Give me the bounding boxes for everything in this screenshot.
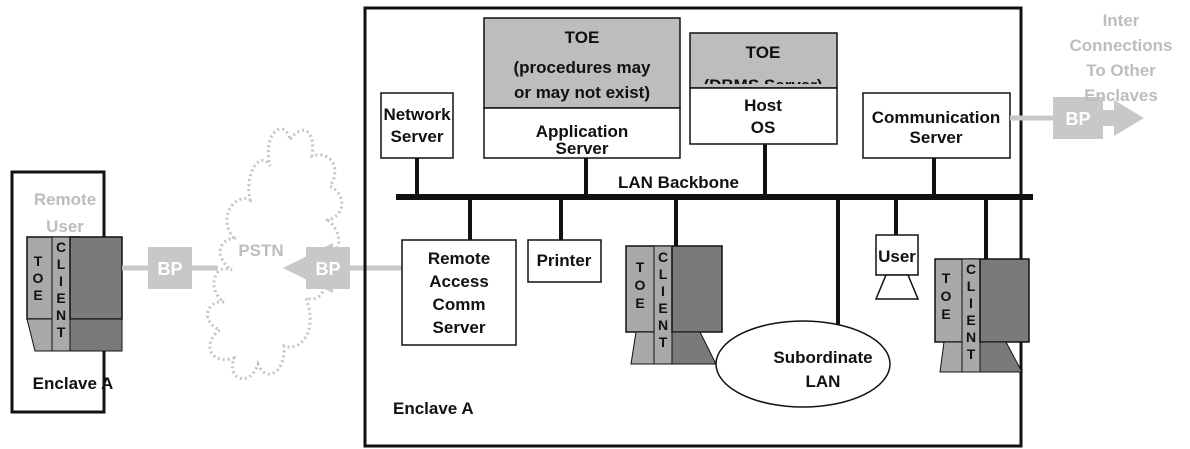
svg-text:E: E (658, 300, 667, 316)
svg-text:L: L (57, 256, 66, 272)
bp-access-label: BP (315, 259, 340, 279)
svg-text:N: N (966, 329, 976, 345)
remote-client-workstation: T O E C L I E N T (26, 236, 123, 352)
host-os-box (689, 87, 838, 145)
inter-connections-label-2: Connections (1070, 36, 1173, 55)
svg-text:T: T (57, 324, 66, 340)
subordinate-lan-label-1: Subordinate (773, 348, 872, 367)
host-os-label-2: OS (751, 118, 776, 137)
toe-app-title: TOE (565, 28, 600, 47)
inter-connections-label-4: Enclaves (1084, 86, 1158, 105)
svg-text:L: L (659, 266, 668, 282)
lan-backbone-label: LAN Backbone (618, 173, 739, 192)
comm-server-label-2: Server (910, 128, 963, 147)
svg-text:C: C (658, 249, 668, 265)
subordinate-lan-ellipse (715, 320, 891, 408)
svg-text:O: O (33, 270, 44, 286)
toe-host-title: TOE (746, 43, 781, 62)
printer-label: Printer (537, 251, 592, 270)
comm-server-box (862, 92, 1011, 159)
svg-text:C: C (966, 261, 976, 277)
toe-app-line2: or may not exist) (514, 83, 650, 102)
main-enclave-box (363, 6, 1023, 448)
svg-text:E: E (966, 312, 975, 328)
bp-access-box (306, 247, 350, 289)
remote-user-label-1: Remote (34, 190, 96, 209)
toe-host-line1: (DBMS Server) (703, 76, 822, 95)
bp-outbound-label: BP (1065, 109, 1090, 129)
toe-app-box (483, 17, 681, 109)
svg-text:T: T (967, 346, 976, 362)
svg-text:I: I (59, 273, 63, 289)
svg-text:O: O (941, 288, 952, 304)
remote-enclave-label: Enclave A (33, 374, 114, 393)
remote-access-label-4: Server (433, 318, 486, 337)
network-server-box (380, 92, 454, 159)
svg-text:E: E (33, 287, 42, 303)
bp-remote-label: BP (157, 259, 182, 279)
app-server-label-2: Server (556, 139, 609, 158)
main-enclave-label: Enclave A (393, 399, 474, 418)
svg-text:E: E (635, 295, 644, 311)
user-label: User (878, 247, 916, 266)
svg-text:I: I (969, 295, 973, 311)
svg-text:T: T (34, 253, 43, 269)
network-server-label-2: Server (391, 127, 444, 146)
lan-client-1-toe-letters: T O E (635, 259, 646, 311)
remote-access-label-2: Access (429, 272, 489, 291)
remote-access-server-box (401, 239, 517, 346)
subordinate-lan-label-2: LAN (806, 372, 841, 391)
inter-connections-label-3: To Other (1086, 61, 1156, 80)
svg-text:N: N (658, 317, 668, 333)
app-server-label-1: Application (536, 122, 629, 141)
svg-text:E: E (56, 290, 65, 306)
printer-box (527, 239, 602, 283)
svg-text:T: T (636, 259, 645, 275)
svg-text:T: T (942, 270, 951, 286)
bp-outbound-box (1053, 97, 1103, 139)
svg-text:I: I (661, 283, 665, 299)
svg-text:E: E (941, 306, 950, 322)
lan-client-workstation-1: T O E C L I E N T (625, 245, 723, 365)
remote-client-letters: C L I E N T (56, 239, 66, 340)
remote-access-label-3: Comm (433, 295, 486, 314)
remote-access-label-1: Remote (428, 249, 490, 268)
remote-toe-letters: T O E (33, 253, 44, 303)
host-os-label-1: Host (744, 96, 782, 115)
inter-connections-label-1: Inter (1103, 11, 1140, 30)
lan-client-2-client-letters: C L I E N T (966, 261, 976, 362)
user-terminal (874, 234, 920, 300)
svg-text:N: N (56, 307, 66, 323)
network-server-label-1: Network (383, 105, 451, 124)
lan-client-1-client-letters: C L I E N T (658, 249, 668, 350)
remote-user-label-2: User (46, 217, 84, 236)
pstn-label: PSTN (238, 241, 283, 260)
toe-app-line1: (procedures may (514, 58, 652, 77)
svg-text:L: L (967, 278, 976, 294)
svg-text:T: T (659, 334, 668, 350)
lan-client-workstation-2: T O E C L I E N T (934, 258, 1030, 373)
bp-remote-box (148, 247, 192, 289)
comm-server-label-1: Communication (872, 108, 1000, 127)
svg-text:O: O (635, 277, 646, 293)
outbound-arrow (1114, 100, 1144, 136)
app-server-box (483, 107, 681, 159)
lan-client-2-toe-letters: T O E (941, 270, 952, 322)
svg-text:C: C (56, 239, 66, 255)
